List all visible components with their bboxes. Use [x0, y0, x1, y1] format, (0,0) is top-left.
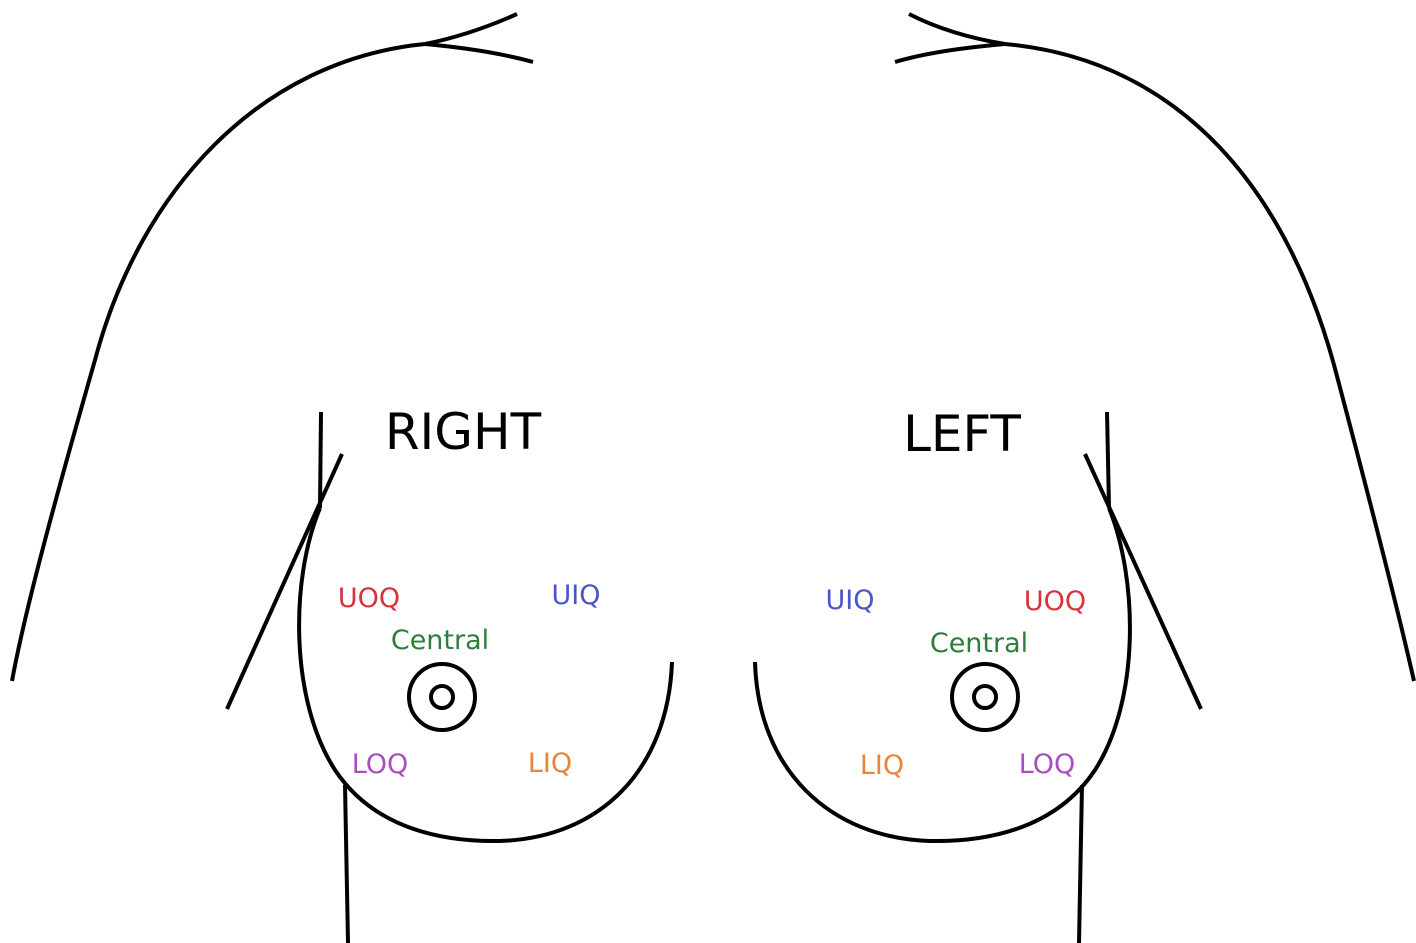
left-liq-label: LIQ [860, 750, 904, 781]
right-collarbone-line [425, 44, 533, 62]
right-inner-arm-line [227, 454, 342, 709]
right-breast-contour [299, 508, 672, 841]
right-waist-line [345, 785, 348, 943]
right-armpit-crease [320, 412, 321, 508]
left-central-label: Central [930, 628, 1028, 659]
left-inner-arm-line [1085, 454, 1201, 709]
left-side-title: LEFT [903, 405, 1021, 463]
left-nipple [974, 686, 996, 708]
left-loq-label: LOQ [1019, 749, 1076, 780]
right-uiq-label: UIQ [552, 580, 601, 611]
left-areola [952, 664, 1018, 730]
left-nipple-areola [952, 664, 1018, 730]
right-nipple-areola [409, 664, 475, 730]
left-neck-line [909, 14, 1005, 44]
right-central-label: Central [391, 625, 489, 656]
left-waist-line [1079, 785, 1082, 943]
right-areola [409, 664, 475, 730]
right-uoq-label: UOQ [338, 583, 400, 614]
left-uiq-label: UIQ [826, 585, 875, 616]
right-liq-label: LIQ [528, 748, 572, 779]
torso-outline [12, 14, 1414, 943]
left-armpit-crease [1107, 412, 1109, 508]
left-breast-contour [755, 508, 1130, 841]
right-nipple [431, 686, 453, 708]
left-uoq-label: UOQ [1024, 586, 1086, 617]
right-neck-line [425, 14, 517, 44]
right-loq-label: LOQ [352, 749, 409, 780]
left-collarbone-line [895, 44, 1005, 62]
right-side-title: RIGHT [385, 403, 542, 461]
